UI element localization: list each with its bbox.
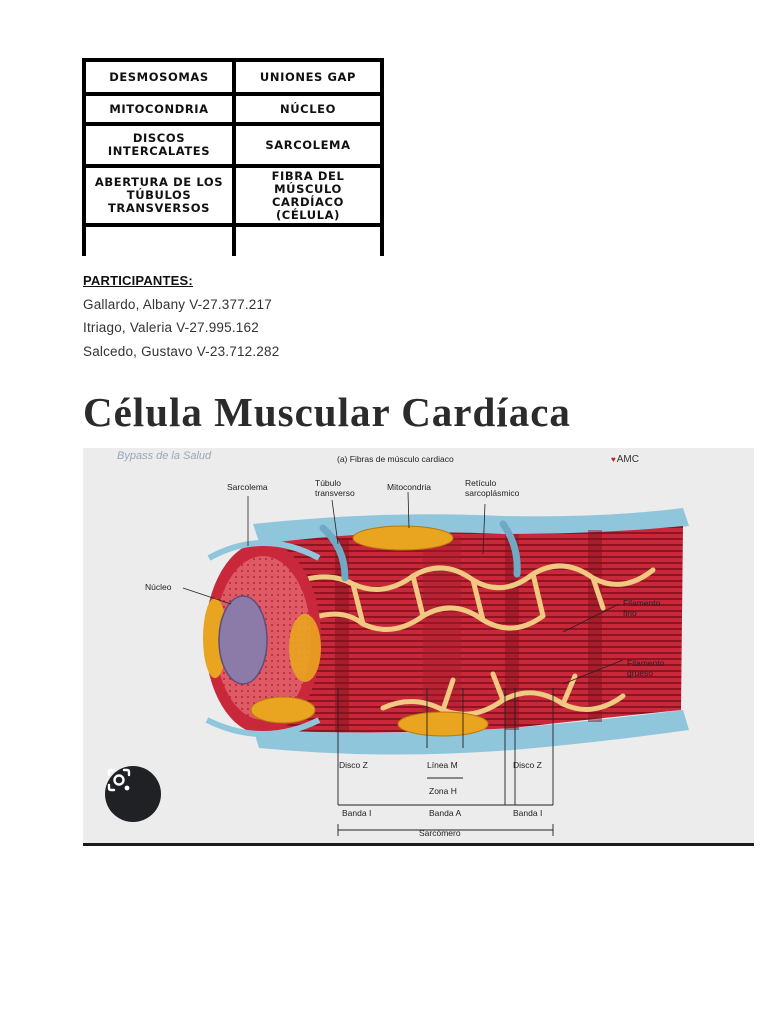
sarcoplasmic-reticulum (280, 563, 656, 717)
leader-lines (182, 491, 624, 685)
table-cell-sarcolema: SARCOLEMA (236, 126, 380, 164)
cardiac-fiber-illustration (182, 491, 689, 836)
cross-section-sarcolemma (207, 540, 321, 561)
cardiac-muscle-figure: Bypass de la Salud (a) Fibras de músculo… (83, 448, 754, 844)
lens-icon (107, 768, 131, 792)
label-banda-a: Banda A (429, 808, 462, 818)
mitochondrion-top (352, 525, 454, 551)
t-tubule-2 (499, 520, 521, 578)
figure-brand: ♥AMC (611, 454, 639, 465)
label-tubulo-transverso: Túbulo transverso (315, 478, 355, 498)
table-cell-discos-intercalates: DISCOS INTERCALATES (86, 126, 232, 164)
participants-heading: PARTICIPANTES: (83, 273, 193, 288)
z-disc-far (588, 530, 602, 722)
table-cell-empty-left (86, 227, 232, 256)
table-cell-uniones-gap: UNIONES GAP (236, 62, 380, 92)
label-banda-i-left: Banda I (342, 808, 372, 818)
label-zona-h: Zona H (429, 786, 457, 796)
label-mitocondria: Mitocondria (387, 482, 431, 492)
nucleus (218, 595, 268, 685)
figure-caption: (a) Fibras de músculo cardiaco (337, 454, 454, 464)
table-cell-empty-right (236, 227, 380, 256)
label-banda-i-right: Banda I (513, 808, 543, 818)
participant-3: Salcedo, Gustavo V-23.712.282 (83, 344, 280, 359)
table-cell-abertura-tubulos: ABERTURA DE LOS TÚBULOS TRANSVERSOS (86, 168, 232, 223)
table-cell-desmosomas: DESMOSOMAS (86, 62, 232, 92)
page-title: Célula Muscular Cardíaca (83, 389, 571, 435)
figure-bottom-rule (83, 843, 754, 846)
table-cell-mitocondria: MITOCONDRIA (86, 96, 232, 122)
heart-icon: ♥ (611, 455, 616, 464)
label-table: DESMOSOMAS UNIONES GAP MITOCONDRIA NÚCLE… (82, 58, 384, 256)
label-disco-z-right: Disco Z (513, 760, 542, 770)
cross-section-mito-right (289, 614, 321, 682)
fiber-body (263, 526, 683, 733)
participant-2: Itriago, Valeria V-27.995.162 (83, 320, 259, 335)
table-cell-nucleo: NÚCLEO (236, 96, 380, 122)
label-filamento-grueso: Filamento grueso (627, 658, 665, 678)
label-disco-z-left: Disco Z (339, 760, 368, 770)
label-reticulo-sarcoplasmico: Retículo sarcoplásmico (465, 478, 520, 498)
figure-brand-text: AMC (616, 454, 639, 465)
table-cell-fibra-musculo: FIBRA DEL MÚSCULO CARDÍACO (CÉLULA) (236, 168, 380, 223)
label-sarcomero: Sarcómero (419, 828, 461, 838)
label-filamento-fino: Filamento fino (623, 598, 661, 618)
mitochondrion-bottom (397, 711, 489, 737)
sarcomere-dimension-lines (337, 688, 554, 836)
participant-1: Gallardo, Albany V-27.377.217 (83, 297, 272, 312)
label-nucleo: Núcleo (145, 582, 172, 592)
label-linea-m: Línea M (427, 760, 458, 770)
lens-search-button[interactable] (105, 766, 161, 822)
z-disc-left (335, 540, 349, 732)
t-tubule-1 (319, 524, 349, 582)
figure-watermark: Bypass de la Salud (117, 450, 212, 462)
label-sarcolema: Sarcolema (227, 482, 268, 492)
mitochondrion-lower-left (250, 696, 316, 724)
